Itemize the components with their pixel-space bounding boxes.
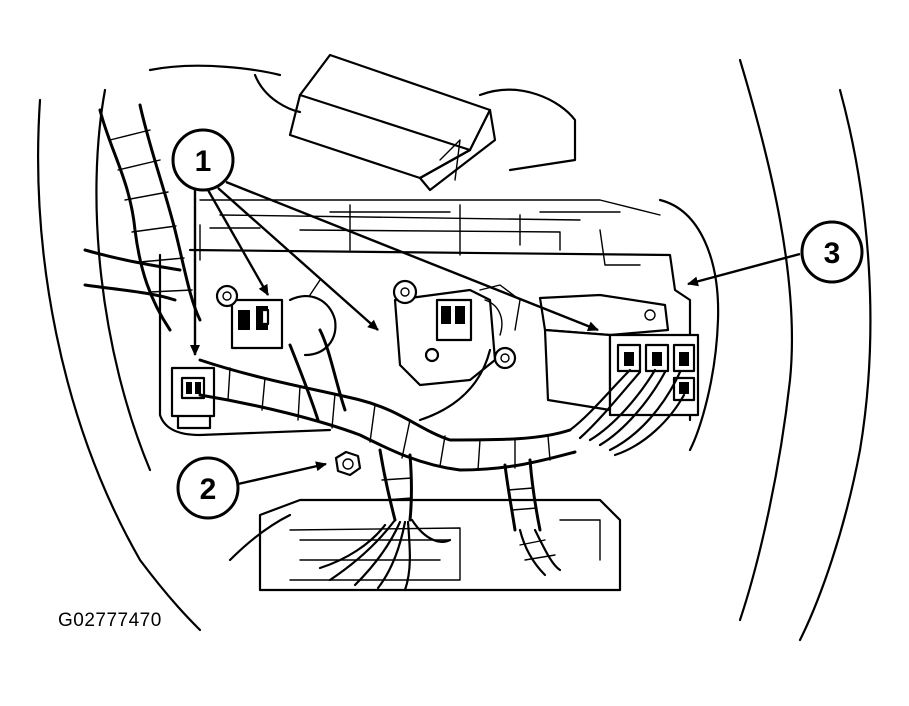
callout-3: 3 (800, 220, 864, 284)
figure-id: G02777470 (58, 610, 162, 631)
callout-1: 1 (171, 128, 235, 192)
center-module (392, 279, 521, 422)
relay-wires (568, 368, 686, 457)
connector-left-upper (215, 279, 337, 357)
main-harness (198, 328, 577, 472)
callout-3-label: 3 (824, 237, 841, 270)
connector-left-lower (170, 366, 216, 430)
lower-branches (378, 448, 542, 532)
upper-connector (253, 53, 577, 192)
callout-3-leader (687, 252, 801, 287)
left-harness (83, 103, 202, 332)
callout-1-leaders (190, 180, 599, 356)
callout-2: 2 (176, 456, 240, 520)
callout-2-label: 2 (200, 473, 217, 506)
loose-wires (318, 518, 562, 592)
callout-2-leader (237, 461, 327, 486)
callout-1-label: 1 (195, 145, 212, 178)
bottom-module (228, 498, 622, 592)
outer-panel-contour (37, 58, 872, 642)
ground-nut (334, 450, 362, 477)
mounting-bracket (158, 198, 720, 452)
